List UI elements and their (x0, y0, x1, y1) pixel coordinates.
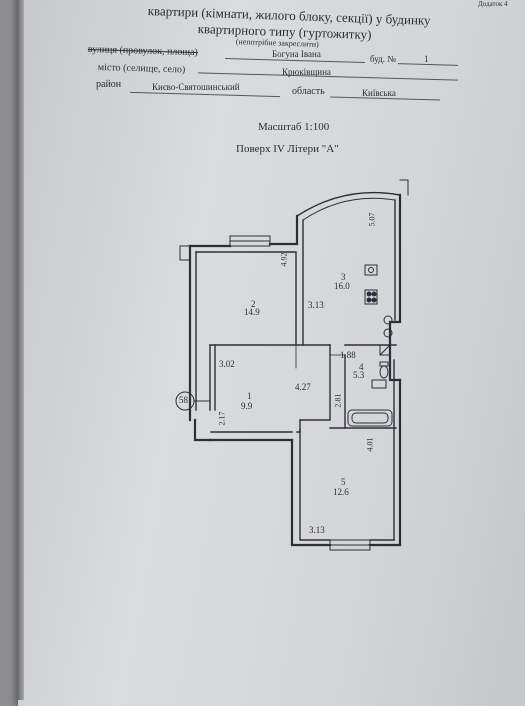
room-5-area: 12.6 (333, 487, 349, 497)
oblast-label: область (292, 86, 325, 97)
entrance-number: 58 (179, 395, 188, 405)
room-3-number: 3 (341, 272, 346, 282)
dim-4-01: 4.01 (365, 437, 375, 452)
dim-3-02: 3.02 (219, 359, 235, 369)
room-1-number: 1 (247, 391, 252, 401)
document-sheet (18, 0, 525, 706)
dim-2-17: 2.17 (217, 411, 227, 426)
building-label: буд. № (370, 54, 396, 64)
district-label: район (96, 79, 122, 90)
room-3-area: 16.0 (334, 281, 350, 291)
room-1-area: 9.9 (241, 401, 253, 411)
sink-icon (364, 264, 378, 276)
binding-edge (18, 0, 24, 700)
room-2-number: 2 (251, 299, 256, 309)
room-5-number: 5 (341, 477, 346, 487)
dim-5-07: 5.07 (367, 212, 377, 227)
oblast-value: Київська (362, 88, 396, 98)
outer-walls (188, 193, 402, 547)
floor-label: Поверх IV Літери "А" (236, 143, 339, 155)
balcony-curve (296, 191, 401, 217)
dim-4-92: 4.92 (279, 252, 289, 267)
inner-walls (195, 199, 397, 541)
district-value: Києво-Святошинський (152, 82, 240, 92)
dim-1-88: 1.88 (340, 350, 356, 360)
street-value: Богуна Івана (272, 49, 321, 59)
pipes-icon (379, 315, 393, 356)
scale-label: Масштаб 1:100 (258, 121, 330, 133)
balcony-curve-inner (302, 197, 396, 221)
appendix-label: Додаток 4 (478, 0, 508, 8)
door-swings (295, 344, 346, 369)
toilet-icon (379, 361, 389, 379)
stove-icon (364, 289, 378, 305)
dim-3-13-top: 3.13 (308, 300, 324, 310)
dim-4-27: 4.27 (295, 382, 311, 392)
room-4-number: 4 (359, 362, 364, 372)
bathtub-icon (347, 409, 393, 427)
building-value: 1 (424, 54, 429, 64)
windows (179, 179, 409, 551)
room-2-area: 14.9 (244, 307, 260, 317)
dim-2-81: 2.81 (333, 393, 343, 408)
dim-3-13-bottom: 3.13 (309, 525, 325, 535)
washbasin-icon (371, 379, 387, 389)
city-value: Крюківщина (282, 67, 331, 77)
room-4-area: 5.3 (353, 370, 365, 380)
